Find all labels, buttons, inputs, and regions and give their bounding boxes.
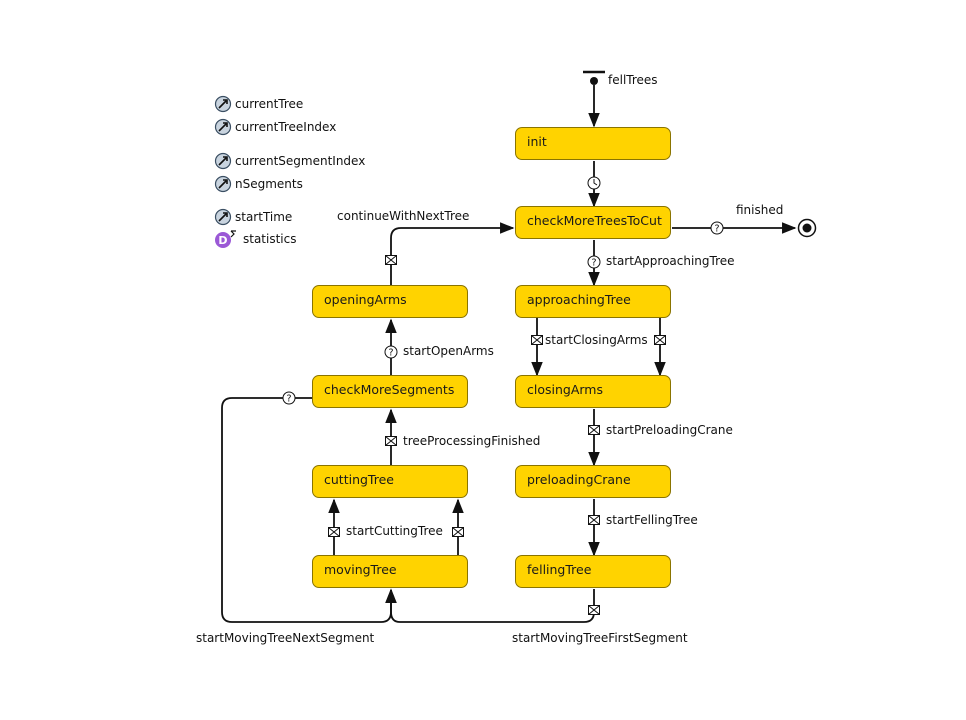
condition-icon bbox=[710, 221, 724, 235]
transition-continueWithNextTree[interactable] bbox=[385, 222, 515, 285]
variable-icon bbox=[214, 152, 232, 170]
state-preloadingCrane[interactable]: preloadingCrane bbox=[515, 465, 671, 498]
svg-text:D: D bbox=[218, 234, 227, 247]
state-movingTree[interactable]: movingTree bbox=[312, 555, 468, 588]
state-fellingTree[interactable]: fellingTree bbox=[515, 555, 671, 588]
label-continueWithNextTree: continueWithNextTree bbox=[337, 209, 470, 223]
variable-icon bbox=[214, 118, 232, 136]
label-startMovingTreeFirstSegment: startMovingTreeFirstSegment bbox=[512, 631, 688, 645]
label-startPreloadingCrane: startPreloadingCrane bbox=[606, 423, 733, 437]
message-icon bbox=[531, 335, 543, 345]
variable-label: nSegments bbox=[235, 177, 303, 191]
variable-icon bbox=[214, 208, 232, 226]
state-label: openingArms bbox=[324, 292, 407, 307]
message-icon bbox=[452, 527, 464, 537]
label-finished: finished bbox=[736, 203, 784, 217]
state-label: movingTree bbox=[324, 562, 397, 577]
variable-icon bbox=[214, 175, 232, 193]
label-fellTrees: fellTrees bbox=[608, 73, 658, 87]
label-treeProcessingFinished: treeProcessingFinished bbox=[403, 434, 541, 448]
clock-icon bbox=[587, 176, 601, 190]
state-label: closingArms bbox=[527, 382, 603, 397]
state-label: init bbox=[527, 134, 547, 149]
transition-startMovingTreeNextSegment[interactable] bbox=[221, 391, 397, 623]
variable-icon bbox=[214, 95, 232, 113]
state-init[interactable]: init bbox=[515, 127, 671, 160]
state-cuttingTree[interactable]: cuttingTree bbox=[312, 465, 468, 498]
state-label: approachingTree bbox=[527, 292, 631, 307]
condition-icon bbox=[282, 391, 296, 405]
label-startClosingArms: startClosingArms bbox=[545, 333, 648, 347]
state-label: fellingTree bbox=[527, 562, 592, 577]
label-startApproachingTree: startApproachingTree bbox=[606, 254, 735, 268]
transition-timeout[interactable] bbox=[587, 161, 601, 208]
state-openingArms[interactable]: openingArms bbox=[312, 285, 468, 318]
label-startOpenArms: startOpenArms bbox=[403, 344, 494, 358]
transition-startPreloadingCrane[interactable] bbox=[588, 409, 600, 467]
state-label: preloadingCrane bbox=[527, 472, 631, 487]
condition-icon bbox=[384, 345, 398, 359]
label-startFellingTree: startFellingTree bbox=[606, 513, 698, 527]
label-startMovingTreeNextSegment: startMovingTreeNextSegment bbox=[196, 631, 375, 645]
state-label: checkMoreSegments bbox=[324, 382, 455, 397]
condition-icon bbox=[587, 255, 601, 269]
state-checkMoreSegments[interactable]: checkMoreSegments bbox=[312, 375, 468, 408]
message-icon bbox=[385, 255, 397, 265]
message-icon bbox=[385, 436, 397, 446]
transition-startClosingArms[interactable] bbox=[531, 318, 666, 377]
transition-treeProcessingFinished[interactable] bbox=[385, 408, 397, 465]
dataset-label: statistics bbox=[243, 232, 297, 246]
state-label: cuttingTree bbox=[324, 472, 394, 487]
transition-finished[interactable] bbox=[672, 221, 797, 235]
variable-label: currentSegmentIndex bbox=[235, 154, 366, 168]
message-icon bbox=[654, 335, 666, 345]
transition-startMovingTreeFirstSegment[interactable] bbox=[385, 588, 600, 623]
message-icon bbox=[328, 527, 340, 537]
statistics-dataset-icon: D bbox=[215, 230, 236, 248]
transition-startOpenArms[interactable] bbox=[384, 318, 398, 375]
state-closingArms[interactable]: closingArms bbox=[515, 375, 671, 408]
label-startCuttingTree: startCuttingTree bbox=[346, 524, 443, 538]
message-icon bbox=[588, 515, 600, 525]
variable-label: currentTree bbox=[235, 97, 304, 111]
transition-startFellingTree[interactable] bbox=[588, 499, 600, 557]
transition-startApproachingTree[interactable] bbox=[587, 240, 601, 287]
variable-label: startTime bbox=[235, 210, 293, 224]
transition-startCuttingTree[interactable] bbox=[328, 498, 464, 555]
entry-point-fellTrees[interactable] bbox=[583, 70, 605, 128]
state-approachingTree[interactable]: approachingTree bbox=[515, 285, 671, 318]
state-label: checkMoreTreesToCut bbox=[527, 213, 662, 228]
message-icon bbox=[588, 605, 600, 615]
variable-label: currentTreeIndex bbox=[235, 120, 337, 134]
final-state[interactable] bbox=[797, 218, 817, 238]
message-icon bbox=[588, 425, 600, 435]
state-checkMoreTreesToCut[interactable]: checkMoreTreesToCut bbox=[515, 206, 671, 239]
